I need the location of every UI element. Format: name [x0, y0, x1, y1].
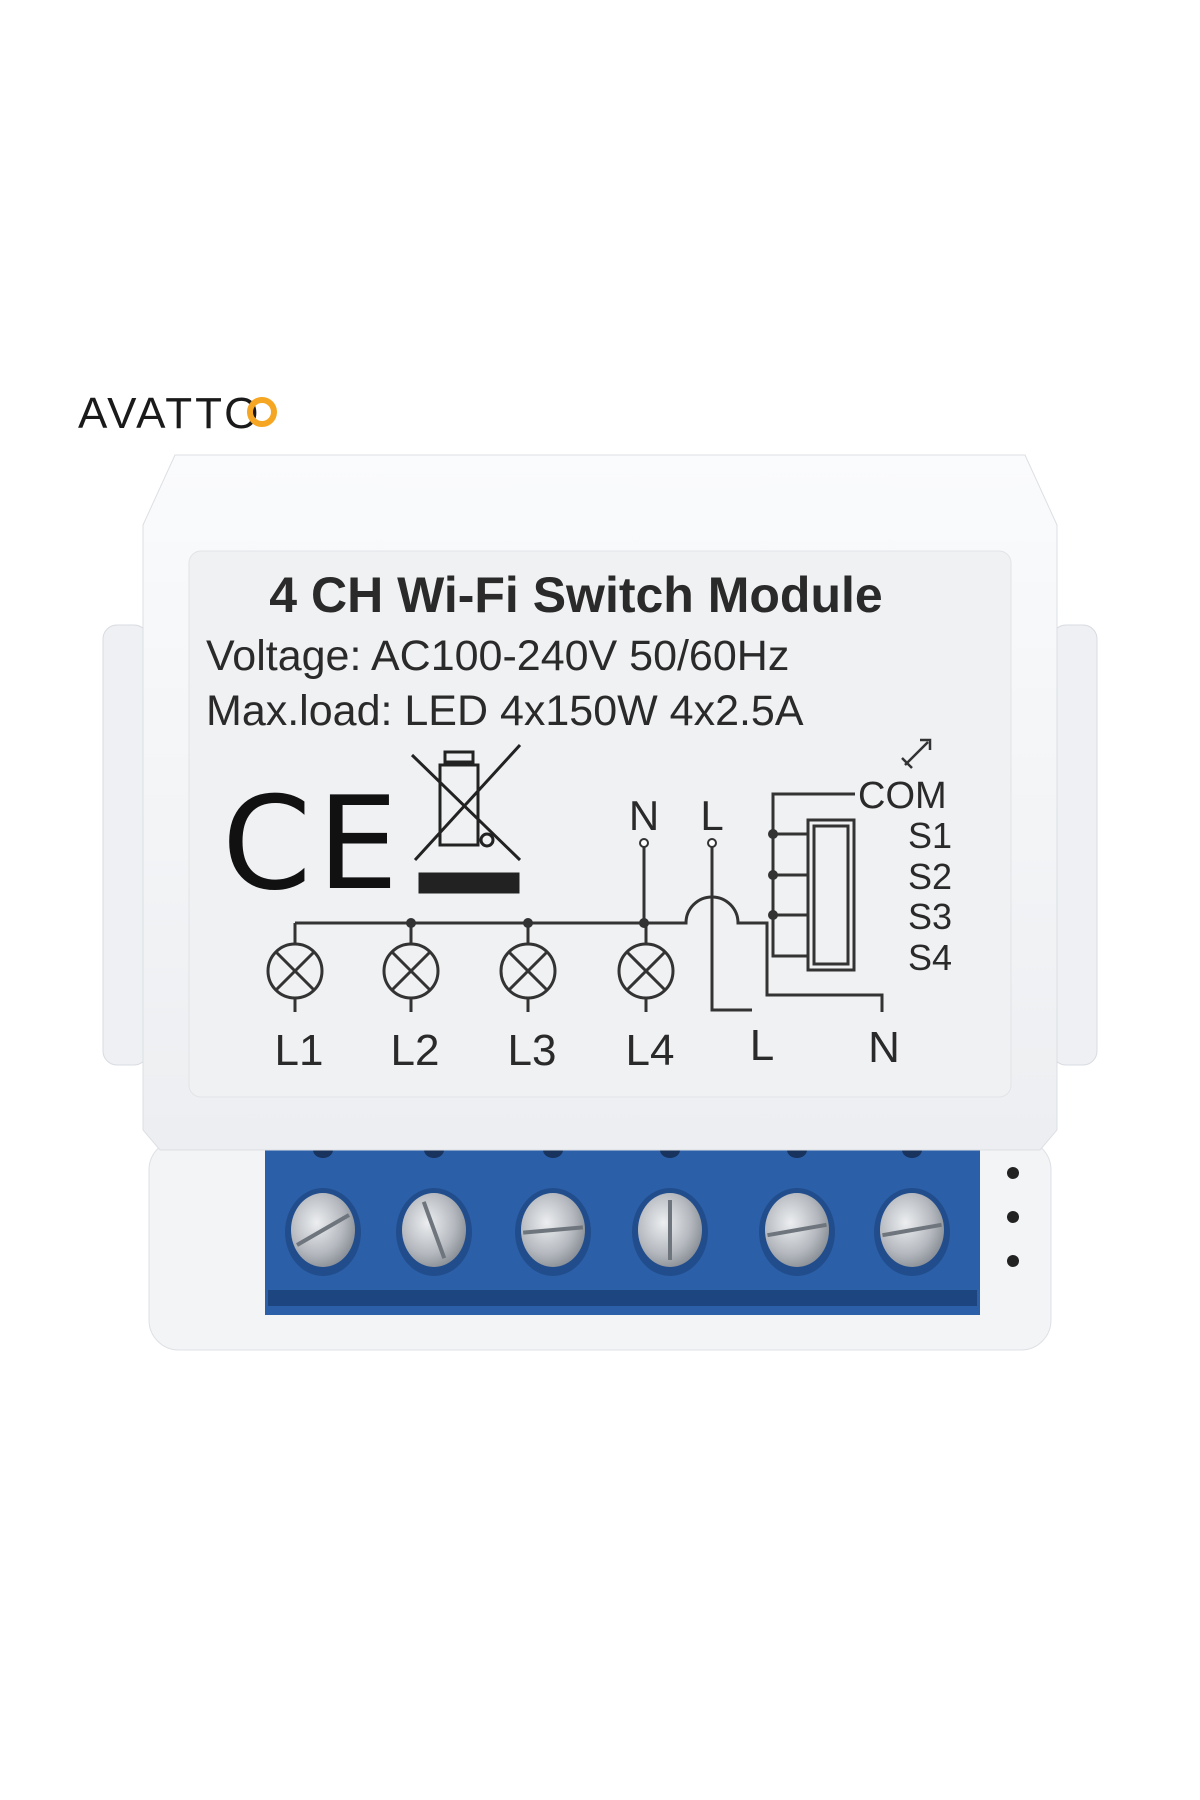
ce-mark-icon: CE — [222, 770, 404, 919]
terminal-s1: S1 — [908, 815, 952, 856]
lamp-icon — [382, 942, 440, 1000]
terminal-screw[interactable] — [285, 1142, 361, 1276]
output-l1: L1 — [275, 1026, 324, 1075]
wiring-diagram — [293, 792, 884, 1012]
terminal-screw[interactable] — [515, 1142, 591, 1276]
terminal-screw[interactable] — [632, 1142, 708, 1276]
lamp-icon — [266, 942, 324, 1000]
led-hole — [1007, 1211, 1019, 1223]
input-bottom-n: N — [868, 1023, 900, 1072]
output-l2: L2 — [391, 1026, 440, 1075]
logo-accent-icon — [247, 397, 277, 427]
terminal-s2: S2 — [908, 856, 952, 897]
brand-logo: AVATTO — [78, 389, 277, 438]
logo-text: AVATTO — [78, 389, 261, 438]
terminal-block — [265, 1150, 980, 1315]
terminal-node — [639, 838, 649, 848]
terminal-com: COM — [858, 775, 947, 817]
input-bottom-l: L — [750, 1021, 774, 1070]
input-top-l: L — [700, 792, 723, 839]
terminal-s4: S4 — [908, 937, 952, 978]
input-top-n: N — [629, 792, 659, 839]
output-l3: L3 — [508, 1026, 557, 1075]
product-title: 4 CH Wi-Fi Switch Module — [269, 567, 882, 623]
max-load-spec: Max.load: LED 4x150W 4x2.5A — [206, 687, 804, 735]
lamp-icon — [499, 942, 557, 1000]
output-l4: L4 — [626, 1026, 675, 1075]
terminal-screw[interactable] — [759, 1142, 835, 1276]
terminal-s3: S3 — [908, 896, 952, 937]
weee-crossed-bin-icon — [410, 743, 522, 894]
led-hole — [1007, 1255, 1019, 1267]
left-clip — [102, 624, 149, 1066]
switch-arrow-icon — [901, 738, 932, 769]
right-clip — [1051, 624, 1098, 1066]
terminal-node — [707, 838, 717, 848]
led-hole — [1007, 1167, 1019, 1179]
voltage-spec: Voltage: AC100-240V 50/60Hz — [206, 632, 789, 680]
lamp-icon — [617, 942, 675, 1000]
